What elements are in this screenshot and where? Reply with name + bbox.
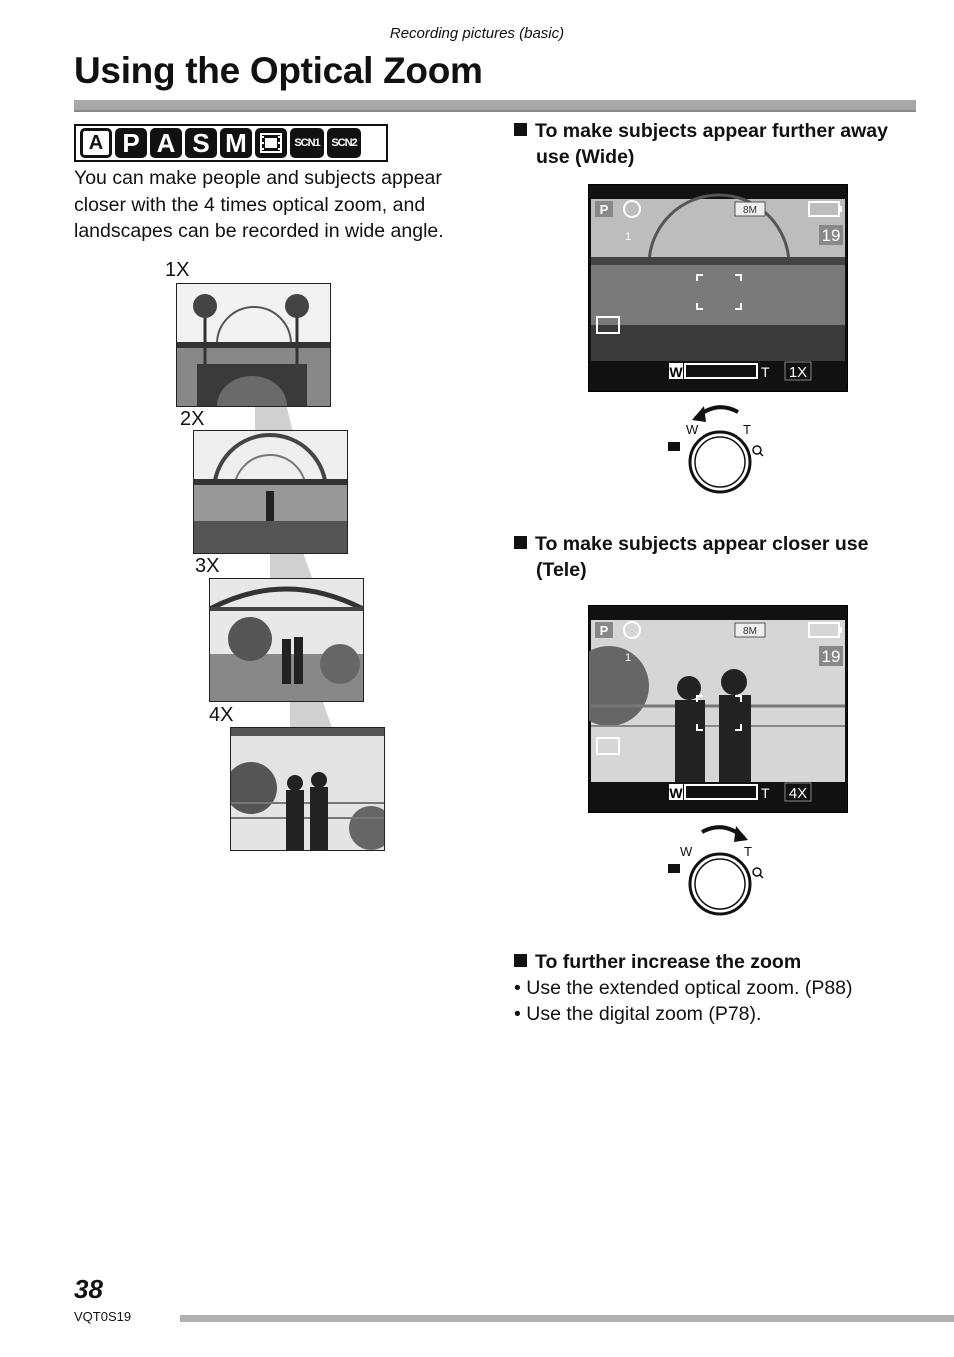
lever-tele-w: W	[680, 844, 693, 859]
recording-mode-icons: A P A S M SCN1 SCN2	[74, 124, 388, 162]
lcd-wide-stab: 1	[625, 231, 631, 243]
zoom-lever-tele: W T	[660, 818, 780, 925]
photo-1x-zoom	[176, 283, 331, 407]
lcd-tele-count: 19	[822, 647, 841, 666]
photo-2x-zoom	[193, 430, 348, 554]
zoom-label-2x: 2X	[180, 408, 205, 430]
document-code: VQT0S19	[74, 1309, 132, 1324]
lcd-tele-t: T	[761, 785, 770, 801]
aperture-priority-icon: A	[150, 128, 182, 158]
page-title: Using the Optical Zoom	[74, 50, 483, 91]
lcd-wide-zoom: 1X	[789, 364, 807, 381]
manual-exposure-icon: M	[220, 128, 252, 158]
lcd-wide-t: T	[761, 364, 770, 380]
lcd-wide-mode: P	[600, 202, 609, 217]
program-ae-icon: P	[115, 128, 147, 158]
scene-mode-1-icon: SCN1	[290, 128, 324, 158]
bullet-extended-zoom: • Use the extended optical zoom. (P88)	[514, 977, 853, 999]
shutter-priority-icon: S	[185, 128, 217, 158]
lcd-tele-stab: 1	[625, 652, 631, 664]
title-divider	[74, 100, 916, 112]
lcd-screen-tele: P 8M 1 19 W T 4X	[588, 605, 848, 813]
wide-heading-line1: To make subjects appear further away	[535, 120, 888, 142]
lcd-wide-count: 19	[822, 226, 841, 245]
further-zoom-heading-text: To further increase the zoom	[535, 951, 802, 973]
lcd-tele-size: 8M	[743, 626, 757, 637]
lever-tele-t: T	[744, 844, 752, 859]
zoom-label-4x: 4X	[209, 704, 234, 726]
lever-wide-t: T	[743, 422, 751, 437]
tele-heading: To make subjects appear closer use (Tele…	[514, 531, 868, 583]
lcd-tele-zoom: 4X	[789, 785, 807, 802]
bullet-digital-zoom: • Use the digital zoom (P78).	[514, 1003, 762, 1025]
zoom-lever-wide: W T	[660, 398, 780, 505]
photo-3x-zoom	[209, 578, 364, 702]
motion-picture-icon	[255, 128, 287, 158]
page-number: 38	[74, 1274, 103, 1304]
intelligent-auto-icon: A	[80, 128, 112, 158]
photo-4x-zoom	[230, 727, 385, 851]
zoom-label-1x: 1X	[165, 259, 190, 281]
intro-paragraph: You can make people and subjects appear …	[74, 167, 444, 242]
footer-divider	[180, 1315, 954, 1322]
zoom-label-3x: 3X	[195, 555, 220, 577]
lcd-tele-w: W	[669, 785, 683, 801]
lcd-wide-w: W	[669, 364, 683, 380]
tele-heading-line2: (Tele)	[536, 559, 587, 581]
wide-heading: To make subjects appear further away use…	[514, 118, 888, 170]
lever-wide-w: W	[686, 422, 699, 437]
section-caption: Recording pictures (basic)	[389, 25, 565, 42]
tele-heading-line1: To make subjects appear closer use	[535, 533, 869, 555]
lcd-wide-size: 8M	[743, 205, 757, 216]
lcd-screen-wide: P 8M 1 19 W T 1X	[588, 184, 848, 392]
further-zoom-heading: To further increase the zoom	[514, 949, 801, 975]
scene-mode-2-icon: SCN2	[327, 128, 361, 158]
lcd-tele-mode: P	[600, 623, 609, 638]
wide-heading-line2: use (Wide)	[536, 146, 635, 168]
